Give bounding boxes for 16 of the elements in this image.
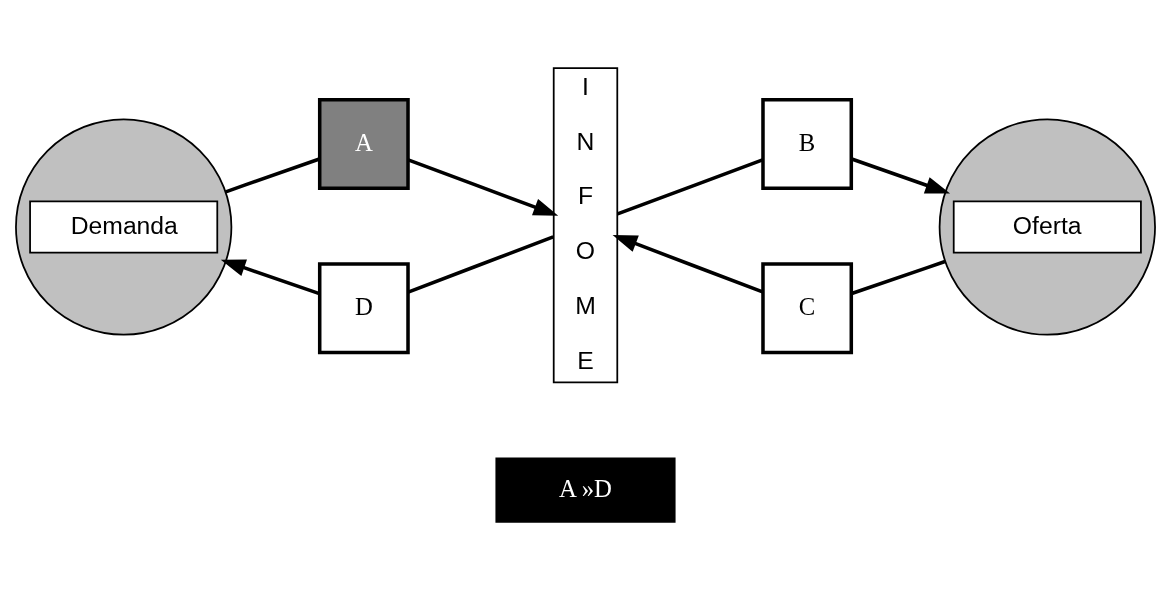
connector [407, 235, 554, 294]
node-circle: Demanda [15, 118, 233, 336]
arrow [407, 158, 559, 216]
node-box: B [761, 98, 854, 190]
arrow [220, 259, 320, 296]
node-box: D [317, 262, 410, 355]
node-box: A [317, 98, 410, 190]
connector [851, 259, 946, 296]
node-circle: Oferta [938, 118, 1156, 336]
connector [616, 158, 764, 216]
node-box: A »D [495, 457, 676, 523]
arrow [612, 234, 764, 294]
arrow [851, 157, 951, 194]
connector [225, 157, 320, 194]
node-box: C [761, 262, 854, 355]
node-box: I N F O M E [552, 67, 619, 384]
